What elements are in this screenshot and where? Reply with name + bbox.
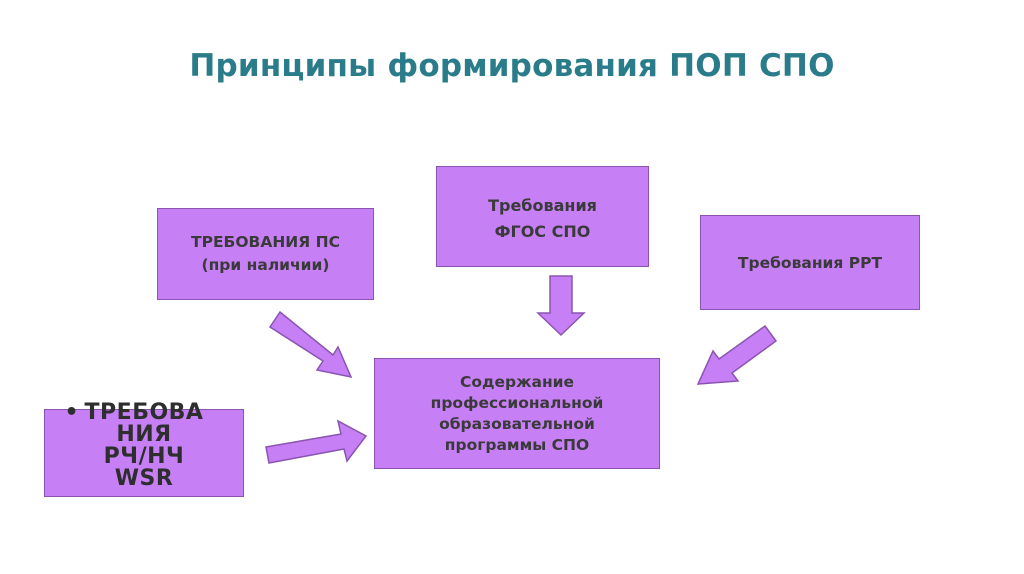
arrow-down-right-icon bbox=[268, 310, 353, 379]
page-title: Принципы формирования ПОП СПО bbox=[189, 48, 835, 84]
requirements-ps-label: ТРЕБОВАНИЯ ПС bbox=[191, 233, 340, 251]
requirements-ps-box: ТРЕБОВАНИЯ ПС (при наличии) bbox=[157, 208, 374, 300]
program-content-box: Содержание профессиональной образователь… bbox=[374, 358, 660, 469]
requirements-ps-note: (при наличии) bbox=[201, 256, 330, 274]
bullet-icon: • bbox=[64, 400, 80, 425]
arrow-down-left-icon bbox=[696, 324, 778, 385]
arrow-down-icon bbox=[536, 275, 586, 337]
requirements-fgos-label-line2: ФГОС СПО bbox=[494, 222, 591, 241]
arrow-right-icon bbox=[265, 419, 368, 464]
requirements-rrt-box: Требования РРТ bbox=[700, 215, 920, 310]
requirements-rch-line1-wrap: • ТРЕБОВА bbox=[65, 400, 204, 425]
program-content-line3: образовательной bbox=[439, 414, 595, 433]
requirements-fgos-label-line1: Требования bbox=[488, 196, 597, 215]
program-content-line2: профессиональной bbox=[430, 393, 604, 412]
requirements-fgos-box: Требования ФГОС СПО bbox=[436, 166, 649, 267]
requirements-rch-line2: НИЯ bbox=[116, 422, 172, 447]
requirements-rrt-label: Требования РРТ bbox=[737, 253, 883, 272]
requirements-rch-line3: РЧ/НЧ bbox=[103, 444, 185, 469]
requirements-rch-line1: ТРЕБОВА bbox=[84, 400, 204, 425]
program-content-line4: программы СПО bbox=[444, 435, 590, 454]
requirements-rch-line4: WSR bbox=[114, 466, 174, 491]
requirements-rch-box: • ТРЕБОВА НИЯ РЧ/НЧ WSR bbox=[44, 402, 244, 497]
program-content-line1: Содержание bbox=[459, 372, 575, 391]
